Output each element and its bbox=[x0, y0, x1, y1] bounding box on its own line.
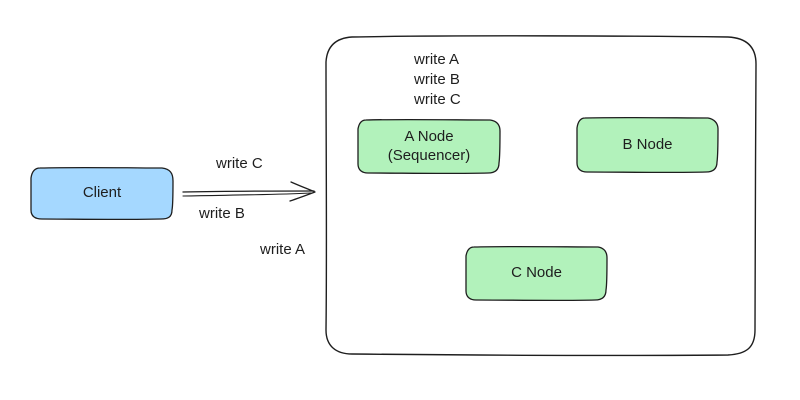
arrow-label-write-c: write C bbox=[216, 155, 263, 172]
b-node[interactable]: B Node bbox=[577, 118, 718, 172]
arrowhead bbox=[289, 181, 316, 202]
a-node[interactable]: A Node (Sequencer) bbox=[358, 120, 500, 173]
a-node-label-line1: A Node bbox=[404, 127, 454, 145]
c-node[interactable]: C Node bbox=[466, 247, 607, 300]
a-node-label-line2: (Sequencer) bbox=[387, 146, 471, 164]
arrow-label-write-b: write B bbox=[199, 205, 245, 222]
cluster-container bbox=[325, 35, 757, 357]
c-node-shape bbox=[465, 245, 608, 302]
client-node[interactable]: Client bbox=[31, 168, 173, 219]
client-label: Client bbox=[82, 184, 122, 202]
b-node-shape bbox=[576, 116, 719, 174]
c-node-label: C Node bbox=[511, 264, 562, 282]
queue-item-write-b: write B bbox=[414, 71, 460, 88]
client-to-cluster-arrow bbox=[182, 181, 316, 202]
arrow-label-write-a: write A bbox=[260, 241, 306, 258]
queue-item-write-c: write C bbox=[414, 91, 461, 108]
client-box-shape bbox=[30, 166, 174, 221]
a-node-shape bbox=[357, 118, 501, 175]
b-node-label: B Node bbox=[622, 135, 673, 153]
queue-item-write-a: write A bbox=[414, 51, 460, 68]
